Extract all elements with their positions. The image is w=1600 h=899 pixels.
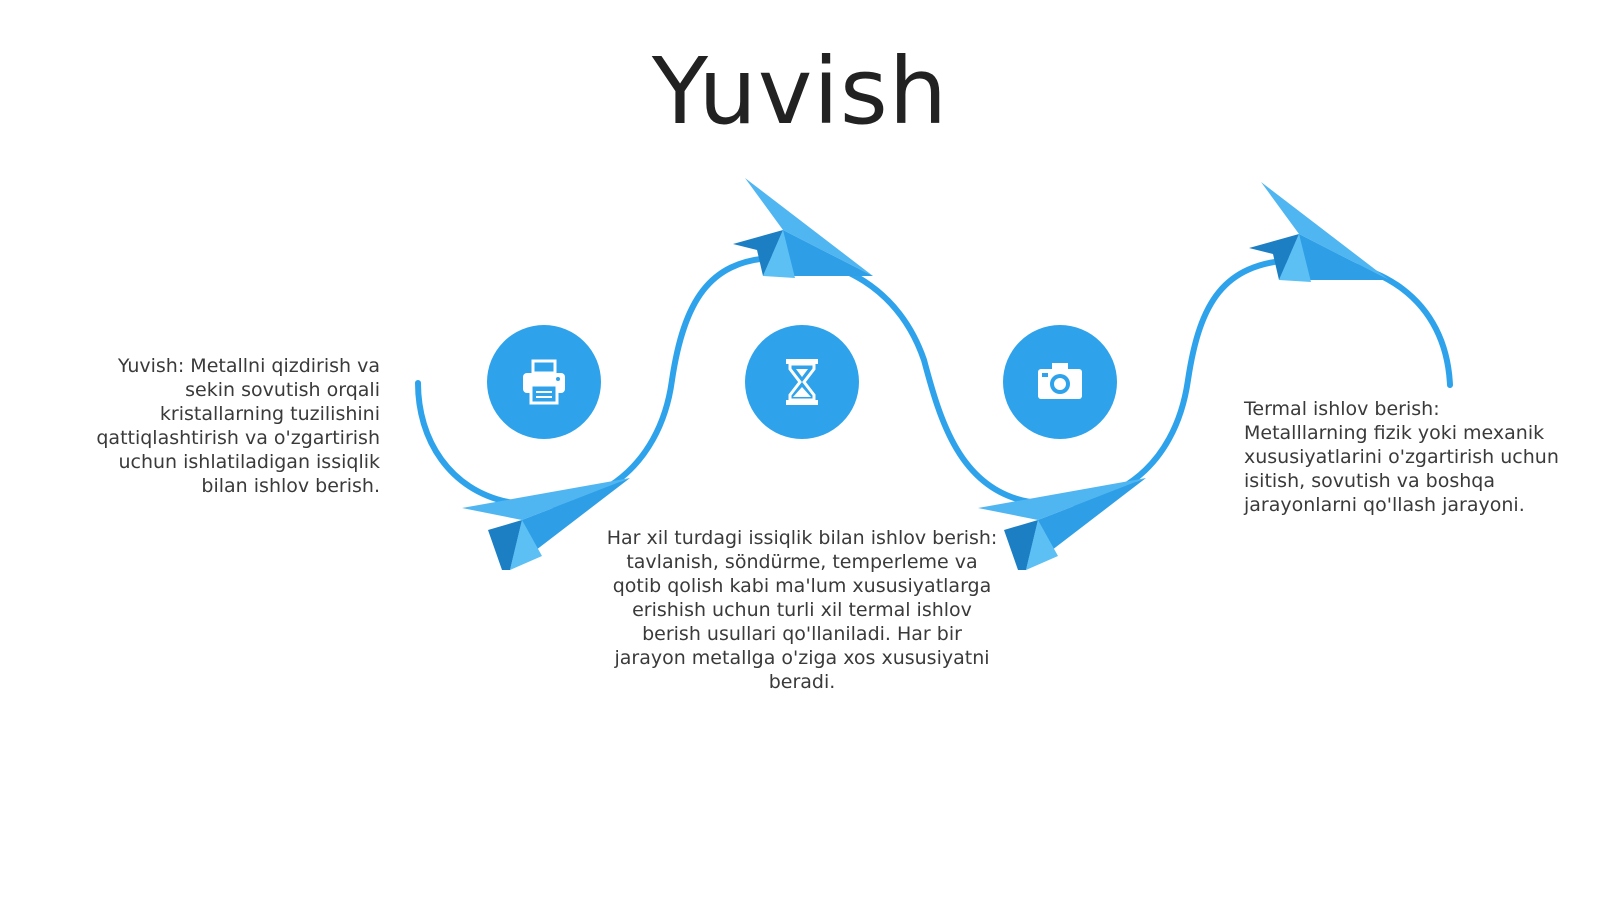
camera-icon	[1038, 363, 1082, 399]
step-2-icon-circle	[745, 325, 859, 439]
step-1-description: Yuvish: Metallni qizdirish va sekin sovu…	[96, 355, 380, 497]
printer-icon	[523, 359, 565, 405]
paper-plane-icon	[1249, 182, 1389, 282]
step-3-description: Termal ishlov berish: Metalllarning fizi…	[1244, 398, 1559, 516]
hourglass-icon	[786, 359, 818, 405]
step-1-icon-circle	[487, 325, 601, 439]
paper-plane-icon	[978, 478, 1146, 570]
step-2-description: Har xil turdagi issiqlik bilan ishlov be…	[606, 527, 998, 693]
paper-plane-icon	[462, 478, 630, 570]
step-3-icon-circle	[1003, 325, 1117, 439]
paper-plane-icon	[733, 178, 873, 278]
slide-title: Yuvish	[651, 38, 949, 145]
